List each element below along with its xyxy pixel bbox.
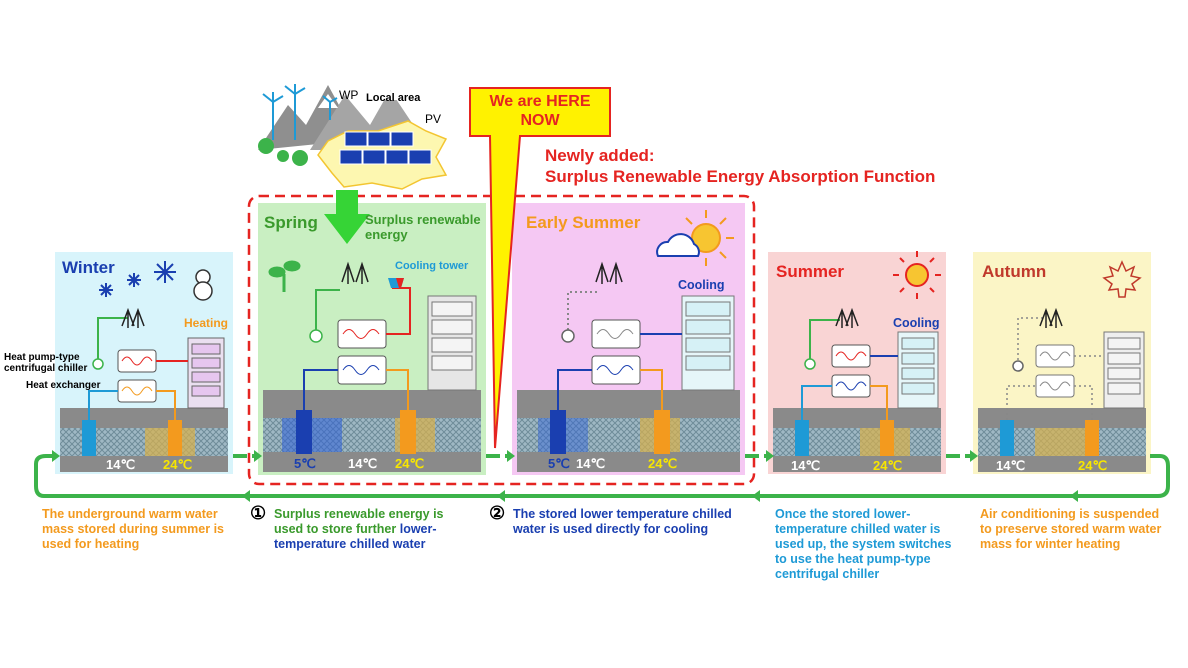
wp-label: WP	[339, 88, 359, 102]
winter-building	[187, 337, 225, 409]
summer-pipes	[801, 319, 898, 420]
autumn-building	[1103, 331, 1145, 409]
early-summer-temp-5: 5℃	[548, 456, 570, 471]
winter-temp-cold: 14℃	[106, 457, 136, 472]
caption-spring: Surplus renewable energy is used to stor…	[274, 507, 444, 551]
local-area-scene	[258, 84, 448, 190]
summer-cooling-label: Cooling	[893, 316, 940, 330]
winter-ground	[60, 408, 228, 472]
autumn-temp-cold: 14℃	[996, 458, 1026, 473]
early-summer-pipes	[557, 291, 682, 410]
newly-added-title: Newly added:Surplus Renewable Energy Abs…	[545, 146, 936, 186]
early-summer-title: Early Summer	[526, 213, 641, 232]
early-summer-temp-24: 24℃	[648, 456, 678, 471]
early-summer-chiller	[591, 319, 641, 385]
early-summer-temp-14: 14℃	[576, 456, 606, 471]
spring-ground	[263, 390, 481, 472]
spring-temp-5: 5℃	[294, 456, 316, 471]
maple-leaf-icon	[1102, 260, 1142, 298]
early-summer-building	[681, 295, 735, 391]
autumn-temp-warm: 24℃	[1078, 458, 1108, 473]
spring-title: Spring	[264, 213, 318, 232]
cooling-tower-label: Cooling tower	[395, 260, 469, 272]
pv-label: PV	[425, 112, 442, 126]
summer-ground	[773, 408, 941, 472]
sun-icon	[893, 251, 941, 299]
winter-temp-warm: 24℃	[163, 457, 193, 472]
heating-label: Heating	[184, 316, 229, 330]
step-2-marker: ②	[489, 503, 506, 523]
summer-temp-cold: 14℃	[791, 458, 821, 473]
flow-arrowheads	[52, 450, 1078, 502]
snowflake-icon	[99, 261, 176, 297]
spring-chiller	[337, 319, 387, 385]
heat-exchanger-label: Heat exchanger	[26, 380, 101, 391]
local-area-label: Local area	[366, 92, 421, 104]
cloud-sun-icon	[656, 210, 734, 266]
autumn-ground	[978, 408, 1146, 472]
tree-icons	[121, 261, 1063, 328]
spring-temp-14: 14℃	[348, 456, 378, 471]
cooling-tower-icon	[388, 278, 404, 288]
spring-building	[427, 295, 477, 391]
seasonal-flow-loop	[34, 454, 1170, 498]
we-are-here-callout	[469, 87, 611, 449]
motor-icons	[92, 329, 1024, 372]
caption-summer: Once the stored lower-temperature chille…	[775, 507, 952, 581]
early-summer-cooling-label: Cooling	[678, 278, 725, 292]
winter-title: Winter	[62, 258, 115, 277]
step-1-marker: ①	[250, 503, 267, 523]
spring-temp-24: 24℃	[395, 456, 425, 471]
winter-pipes	[88, 317, 188, 420]
surplus-energy-arrow	[324, 190, 370, 244]
summer-building	[897, 331, 939, 409]
snowman-icon	[193, 269, 213, 301]
autumn-pipes	[1006, 317, 1104, 420]
summer-title: Summer	[776, 262, 845, 281]
summer-temp-warm: 24℃	[873, 458, 903, 473]
early-summer-ground	[517, 390, 740, 472]
autumn-title: Autumn	[982, 262, 1047, 281]
sprout-icon	[268, 260, 301, 292]
